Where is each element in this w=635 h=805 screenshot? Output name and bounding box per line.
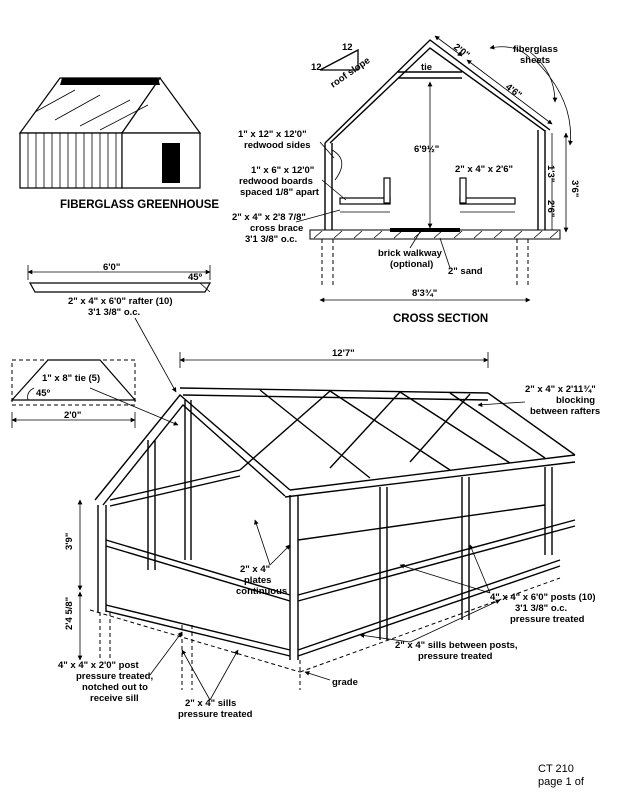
blocking-label-1: 2" x 4" x 2'11¾": [525, 384, 596, 395]
dim-4-6: 4'6": [503, 82, 523, 101]
post-short-4: receive sill: [90, 693, 139, 704]
roof-slope-label: roof slope: [328, 55, 372, 90]
greenhouse-illustration: [18, 76, 202, 189]
sills-label-1: 2" x 4" sills: [185, 698, 236, 709]
grade-label: grade: [332, 677, 358, 688]
brick-walkway-2: (optional): [390, 259, 433, 270]
roof-slope-rise: 12: [311, 62, 322, 73]
redwood-boards-3: spaced 1/8" apart: [240, 187, 320, 198]
cross-brace-3: 3'1 3/8" o.c.: [245, 234, 297, 245]
posts-label-2: 3'1 3/8" o.c.: [515, 603, 567, 614]
dim-2-6v: 2'6": [545, 200, 556, 217]
cross-section-drawing: [309, 35, 573, 303]
posts-label-3: pressure treated: [510, 614, 585, 625]
cross-section-title: CROSS SECTION: [393, 313, 488, 325]
fiberglass-label-2: sheets: [520, 55, 550, 66]
posts-label-1: 4" x 4" x 6'0" posts (10): [490, 592, 596, 603]
post-short-1: 4" x 4" x 2'0" post: [58, 660, 140, 671]
roof-slope-icon: [319, 48, 359, 71]
brick-walkway-1: brick walkway: [378, 248, 443, 259]
greenhouse-title: FIBERGLASS GREENHOUSE: [60, 199, 219, 211]
sand-label: 2" sand: [448, 266, 483, 277]
dim-3-6: 3'6": [569, 180, 580, 197]
dim-1-3: 1'3": [545, 165, 556, 182]
roof-slope-run: 12: [342, 42, 353, 53]
sills-between-2: pressure treated: [418, 651, 493, 662]
sills-between-1: 2" x 4" sills between posts,: [395, 640, 518, 651]
redwood-sides-2: redwood sides: [244, 140, 311, 151]
width-label: 8'3¾": [412, 288, 437, 299]
height-label: 6'9½": [414, 144, 439, 155]
stud-label: 2" x 4" x 2'6": [455, 164, 513, 175]
tie-detail-angle: 45º: [36, 388, 51, 399]
rafter-detail: [27, 265, 212, 293]
redwood-boards-1: 1" x 6" x 12'0": [251, 165, 314, 176]
cross-brace-1: 2" x 4" x 2'8 7/8": [232, 212, 306, 223]
dim-3-9: 3'9": [64, 533, 75, 550]
tie-detail-width: 2'0": [64, 410, 81, 421]
page-number: page 1 of: [538, 776, 585, 788]
fiberglass-label-1: fiberglass: [513, 44, 558, 55]
rafter-label-1: 2" x 4" x 6'0" rafter (10): [68, 296, 173, 307]
document-code: CT 210: [538, 763, 574, 775]
redwood-boards-2: redwood boards: [239, 176, 313, 187]
tie-detail: [10, 359, 137, 428]
post-short-3: notched out to: [82, 682, 148, 693]
redwood-sides-1: 1" x 12" x 12'0": [238, 129, 307, 140]
tie-detail-label: 1" x 8" tie (5): [42, 373, 100, 384]
tie-label: tie: [421, 62, 432, 73]
dim-2-4: 2'4 5/8": [64, 597, 75, 630]
post-short-2: pressure treated,: [76, 671, 153, 682]
blocking-label-3: between rafters: [530, 406, 600, 417]
frame-length: 12'7": [332, 348, 355, 359]
rafter-label-2: 3'1 3/8" o.c.: [88, 307, 140, 318]
rafter-length: 6'0": [103, 262, 120, 273]
cross-section-leaders: [295, 141, 451, 269]
blocking-label-2: blocking: [556, 395, 595, 406]
plates-label-1: 2" x 4": [240, 564, 270, 575]
sills-label-2: pressure treated: [178, 709, 253, 720]
plates-label-3: continuous: [236, 586, 287, 597]
plates-label-2: plates: [244, 575, 271, 586]
frame-leaders: [89, 317, 526, 701]
rafter-angle: 45º: [188, 272, 203, 283]
cross-brace-2: cross brace: [250, 223, 303, 234]
